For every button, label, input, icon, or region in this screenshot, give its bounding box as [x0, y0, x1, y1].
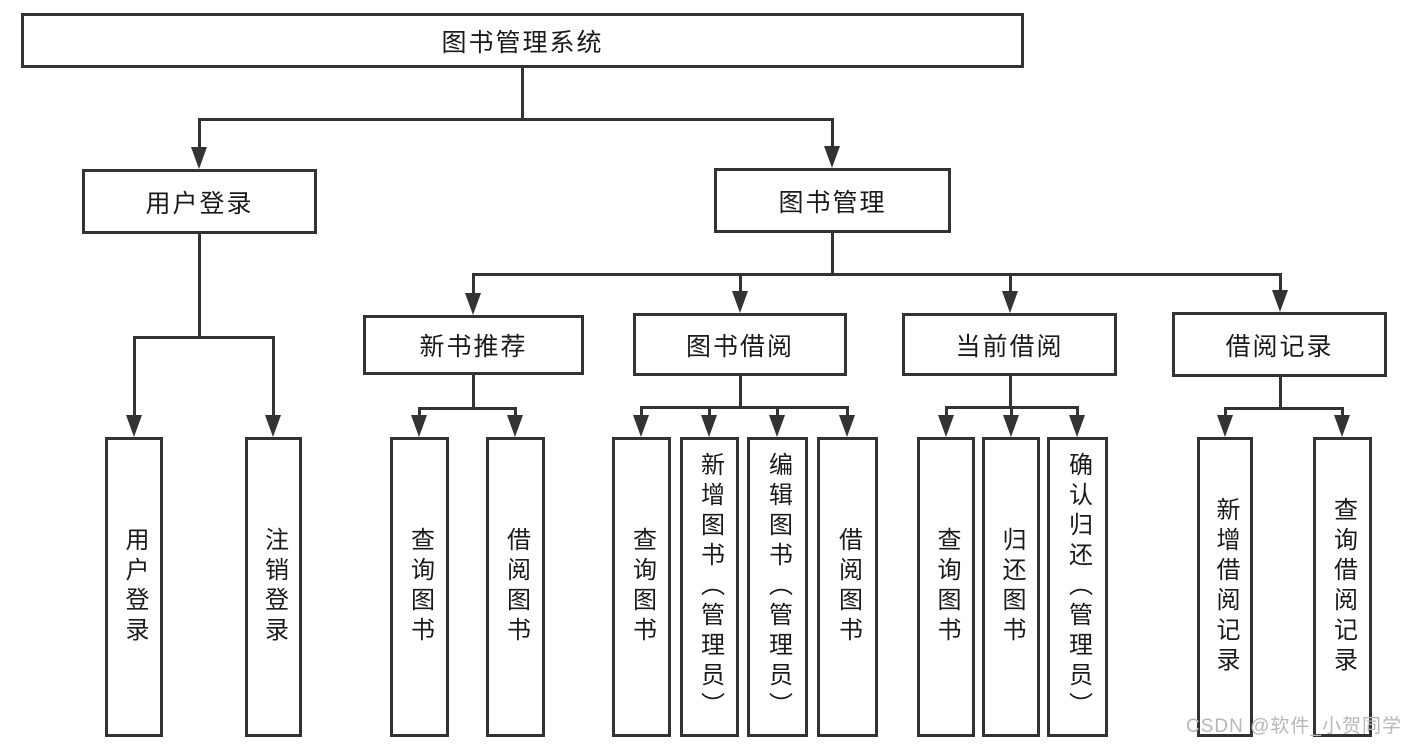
- leaf-add-books-admin-label: 新增图书（管理员）: [696, 452, 724, 722]
- arrow-down-icon: [411, 415, 427, 437]
- arrow-down-icon: [1003, 415, 1019, 437]
- leaf-confirm-return-admin: 确认归还（管理员）: [1047, 437, 1108, 737]
- connector-line: [739, 273, 742, 295]
- connector-line: [1341, 407, 1344, 419]
- connector-line: [198, 118, 834, 121]
- connector-line: [1009, 376, 1012, 406]
- connector-line: [133, 336, 136, 418]
- connector-line: [472, 375, 475, 407]
- leaf-query-books-recommend-label: 查询图书: [406, 527, 434, 647]
- node-current-borrowing-label: 当前借阅: [955, 332, 1064, 361]
- node-book-management-label: 图书管理: [778, 188, 887, 217]
- connector-line: [1009, 273, 1012, 295]
- arrow-down-icon: [1334, 415, 1350, 437]
- leaf-add-borrow-record: 新增借阅记录: [1197, 437, 1253, 737]
- arrow-down-icon: [191, 147, 207, 169]
- node-new-book-recommend: 新书推荐: [363, 315, 584, 375]
- arrow-down-icon: [633, 415, 649, 437]
- leaf-user-login-label: 用户登录: [121, 527, 148, 647]
- arrow-down-icon: [732, 291, 748, 313]
- connector-line: [1224, 407, 1344, 410]
- connector-line: [1279, 273, 1282, 294]
- node-book-borrowing: 图书借阅: [633, 313, 847, 376]
- arrow-down-icon: [769, 415, 785, 437]
- node-borrowing-records: 借阅记录: [1172, 312, 1387, 377]
- arrow-down-icon: [839, 415, 855, 437]
- arrow-down-icon: [938, 415, 954, 437]
- node-borrowing-records-label: 借阅记录: [1225, 332, 1334, 361]
- arrow-down-icon: [465, 293, 481, 315]
- connector-line: [640, 406, 849, 409]
- arrow-down-icon: [1069, 415, 1085, 437]
- node-book-borrowing-label: 图书借阅: [685, 332, 794, 361]
- node-user-login-label: 用户登录: [145, 189, 254, 218]
- connector-line: [846, 406, 849, 419]
- leaf-confirm-return-admin-label: 确认归还（管理员）: [1064, 452, 1092, 722]
- arrow-down-icon: [126, 415, 142, 437]
- leaf-add-borrow-record-label: 新增借阅记录: [1212, 497, 1239, 677]
- node-current-borrowing: 当前借阅: [902, 313, 1117, 376]
- node-library-system: 图书管理系统: [21, 13, 1024, 68]
- connector-line: [272, 336, 275, 418]
- leaf-borrow-books-borrowing-label: 借阅图书: [834, 527, 862, 647]
- arrow-down-icon: [507, 415, 523, 437]
- watermark: CSDN @软件_小贺同学: [1186, 716, 1402, 737]
- connector-line: [831, 118, 834, 149]
- leaf-user-login: 用户登录: [105, 437, 163, 737]
- arrow-down-icon: [701, 415, 717, 437]
- connector-line: [739, 376, 742, 406]
- connector-line: [945, 406, 948, 419]
- connector-line: [776, 406, 779, 419]
- leaf-query-books-current: 查询图书: [917, 437, 975, 737]
- connector-line: [472, 273, 475, 297]
- connector-line: [708, 406, 711, 419]
- connector-line: [198, 118, 201, 150]
- node-new-book-recommend-label: 新书推荐: [419, 333, 528, 361]
- node-user-login: 用户登录: [82, 169, 317, 234]
- connector-line: [472, 273, 1282, 276]
- node-library-system-label: 图书管理系统: [441, 28, 604, 57]
- leaf-borrow-books-recommend: 借阅图书: [486, 437, 545, 737]
- leaf-query-books-recommend: 查询图书: [390, 437, 449, 737]
- leaf-borrow-books-recommend-label: 借阅图书: [502, 527, 530, 647]
- connector-line: [640, 406, 643, 419]
- connector-line: [831, 233, 834, 273]
- leaf-add-books-admin: 新增图书（管理员）: [680, 437, 739, 737]
- connector-line: [1010, 406, 1013, 419]
- leaf-query-books-borrowing: 查询图书: [612, 437, 671, 737]
- leaf-logout: 注销登录: [245, 437, 302, 737]
- leaf-logout-label: 注销登录: [260, 527, 288, 647]
- leaf-query-books-current-label: 查询图书: [933, 527, 960, 647]
- connector-line: [418, 407, 517, 410]
- connector-line: [521, 68, 524, 118]
- connector-line: [1279, 377, 1282, 407]
- arrow-down-icon: [824, 146, 840, 168]
- arrow-down-icon: [265, 415, 281, 437]
- node-book-management: 图书管理: [714, 168, 951, 233]
- connector-line: [514, 407, 517, 419]
- leaf-return-books-label: 归还图书: [998, 527, 1025, 647]
- leaf-query-books-borrowing-label: 查询图书: [628, 527, 656, 647]
- connector-line: [1224, 407, 1227, 419]
- leaf-edit-books-admin: 编辑图书（管理员）: [747, 437, 808, 737]
- leaf-query-borrow-record: 查询借阅记录: [1313, 437, 1372, 737]
- connector-line: [418, 407, 421, 419]
- leaf-edit-books-admin-label: 编辑图书（管理员）: [764, 452, 792, 722]
- connector-line: [198, 234, 201, 336]
- connector-line: [1076, 406, 1079, 419]
- arrow-down-icon: [1002, 291, 1018, 313]
- connector-line: [133, 336, 275, 339]
- leaf-return-books: 归还图书: [982, 437, 1040, 737]
- arrow-down-icon: [1272, 290, 1288, 312]
- leaf-borrow-books-borrowing: 借阅图书: [817, 437, 878, 737]
- arrow-down-icon: [1217, 415, 1233, 437]
- leaf-query-borrow-record-label: 查询借阅记录: [1329, 497, 1357, 677]
